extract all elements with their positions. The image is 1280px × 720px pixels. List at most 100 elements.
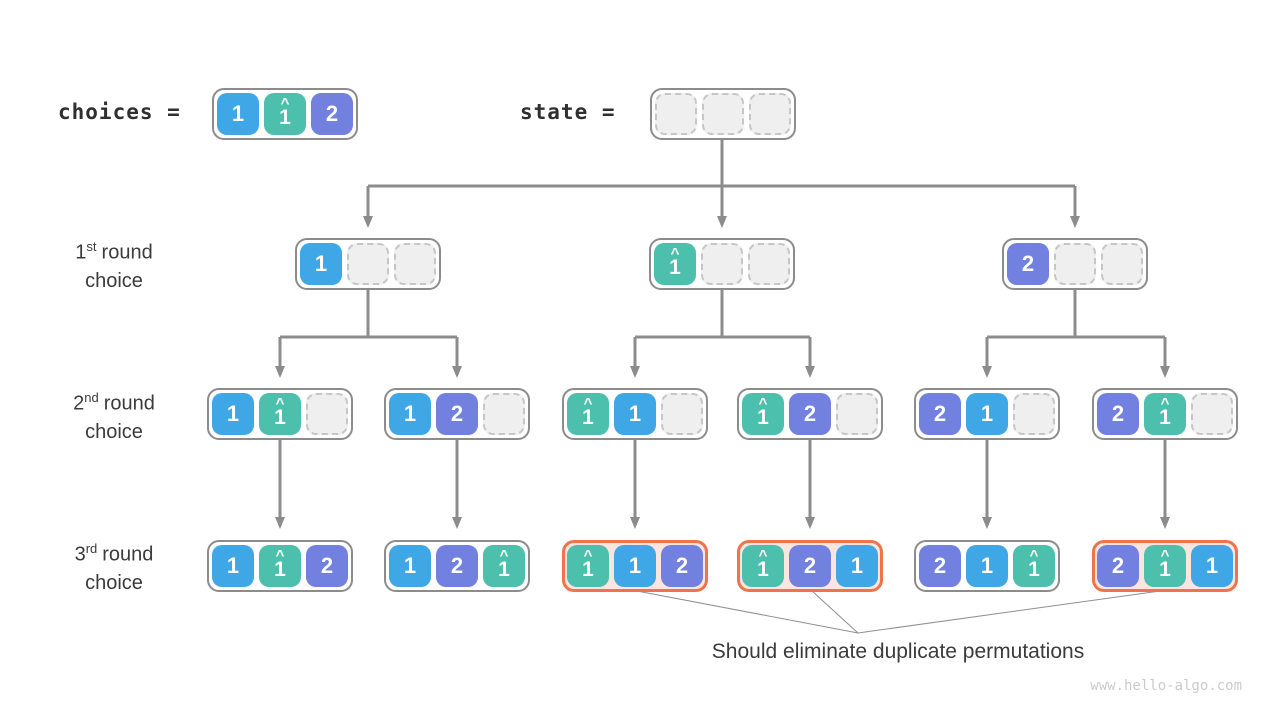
cell-two: 2 [661, 545, 703, 587]
cell-value: 1 [274, 406, 286, 429]
cell-one: 1 [614, 393, 656, 435]
cell-one-hat: ^1 [483, 545, 525, 587]
round1-node-1: 1 [295, 238, 441, 290]
cell-value: 1 [582, 558, 594, 581]
empty-cell [306, 393, 348, 435]
hat-caret: ^ [670, 245, 680, 262]
cell-one-hat: ^1 [264, 93, 306, 135]
round2-node-6: 2^1 [1092, 388, 1238, 440]
cell-two: 2 [1097, 393, 1139, 435]
state-label: state = [520, 100, 616, 124]
empty-cell [1101, 243, 1143, 285]
cell-one: 1 [966, 545, 1008, 587]
cell-value: 1 [498, 558, 510, 581]
cell-one: 1 [389, 393, 431, 435]
duplicate-annotation: Should eliminate duplicate permutations [711, 640, 1085, 663]
cell-value: 1 [757, 558, 769, 581]
cell-one: 1 [966, 393, 1008, 435]
cell-one-hat: ^1 [1144, 545, 1186, 587]
hat-caret: ^ [1160, 547, 1170, 564]
cell-one: 1 [212, 393, 254, 435]
empty-cell [661, 393, 703, 435]
cell-two: 2 [436, 545, 478, 587]
round2-node-1: 1^1 [207, 388, 353, 440]
cell-one: 1 [1191, 545, 1233, 587]
cell-value: 1 [1159, 558, 1171, 581]
tree-arrows [275, 140, 1170, 529]
hat-caret: ^ [758, 395, 768, 412]
round1-node-2: ^1 [649, 238, 795, 290]
cell-one-hat: ^1 [259, 545, 301, 587]
cell-one-hat: ^1 [742, 545, 784, 587]
empty-cell [1191, 393, 1233, 435]
cell-one-hat: ^1 [742, 393, 784, 435]
cell-value: 1 [279, 106, 291, 129]
hat-caret: ^ [1029, 547, 1039, 564]
empty-cell [483, 393, 525, 435]
cell-value: 1 [1028, 558, 1040, 581]
round1-node-3: 2 [1002, 238, 1148, 290]
empty-cell [748, 243, 790, 285]
hat-caret: ^ [499, 547, 509, 564]
cell-one: 1 [212, 545, 254, 587]
choices-label: choices = [58, 100, 181, 124]
cell-two: 2 [919, 393, 961, 435]
empty-cell [1013, 393, 1055, 435]
state-node [650, 88, 796, 140]
cell-one: 1 [300, 243, 342, 285]
cell-two: 2 [789, 393, 831, 435]
cell-one-hat: ^1 [1013, 545, 1055, 587]
cell-two: 2 [1097, 545, 1139, 587]
empty-cell [836, 393, 878, 435]
empty-cell [394, 243, 436, 285]
hat-caret: ^ [280, 95, 290, 112]
cell-two: 2 [789, 545, 831, 587]
cell-two: 2 [306, 545, 348, 587]
hat-caret: ^ [275, 395, 285, 412]
cell-value: 1 [1159, 406, 1171, 429]
hat-caret: ^ [583, 547, 593, 564]
empty-cell [702, 93, 744, 135]
cell-value: 1 [669, 256, 681, 279]
empty-cell [655, 93, 697, 135]
cell-value: 1 [757, 406, 769, 429]
cell-two: 2 [919, 545, 961, 587]
empty-cell [749, 93, 791, 135]
hat-caret: ^ [275, 547, 285, 564]
cell-two: 2 [311, 93, 353, 135]
hat-caret: ^ [583, 395, 593, 412]
cell-two: 2 [436, 393, 478, 435]
empty-cell [701, 243, 743, 285]
cell-one: 1 [836, 545, 878, 587]
duplicate-callout-lines [636, 590, 1161, 634]
cell-two: 2 [1007, 243, 1049, 285]
round-3-label: 3rdchoiceround choice [74, 541, 154, 594]
cell-one-hat: ^1 [1144, 393, 1186, 435]
cell-one: 1 [614, 545, 656, 587]
empty-cell [347, 243, 389, 285]
cell-one-hat: ^1 [654, 243, 696, 285]
cell-one: 1 [389, 545, 431, 587]
cell-one-hat: ^1 [567, 545, 609, 587]
cell-one-hat: ^1 [259, 393, 301, 435]
hat-caret: ^ [1160, 395, 1170, 412]
watermark: www.hello-algo.com [1090, 678, 1242, 694]
hat-caret: ^ [758, 547, 768, 564]
cell-one: 1 [217, 93, 259, 135]
cell-one-hat: ^1 [567, 393, 609, 435]
